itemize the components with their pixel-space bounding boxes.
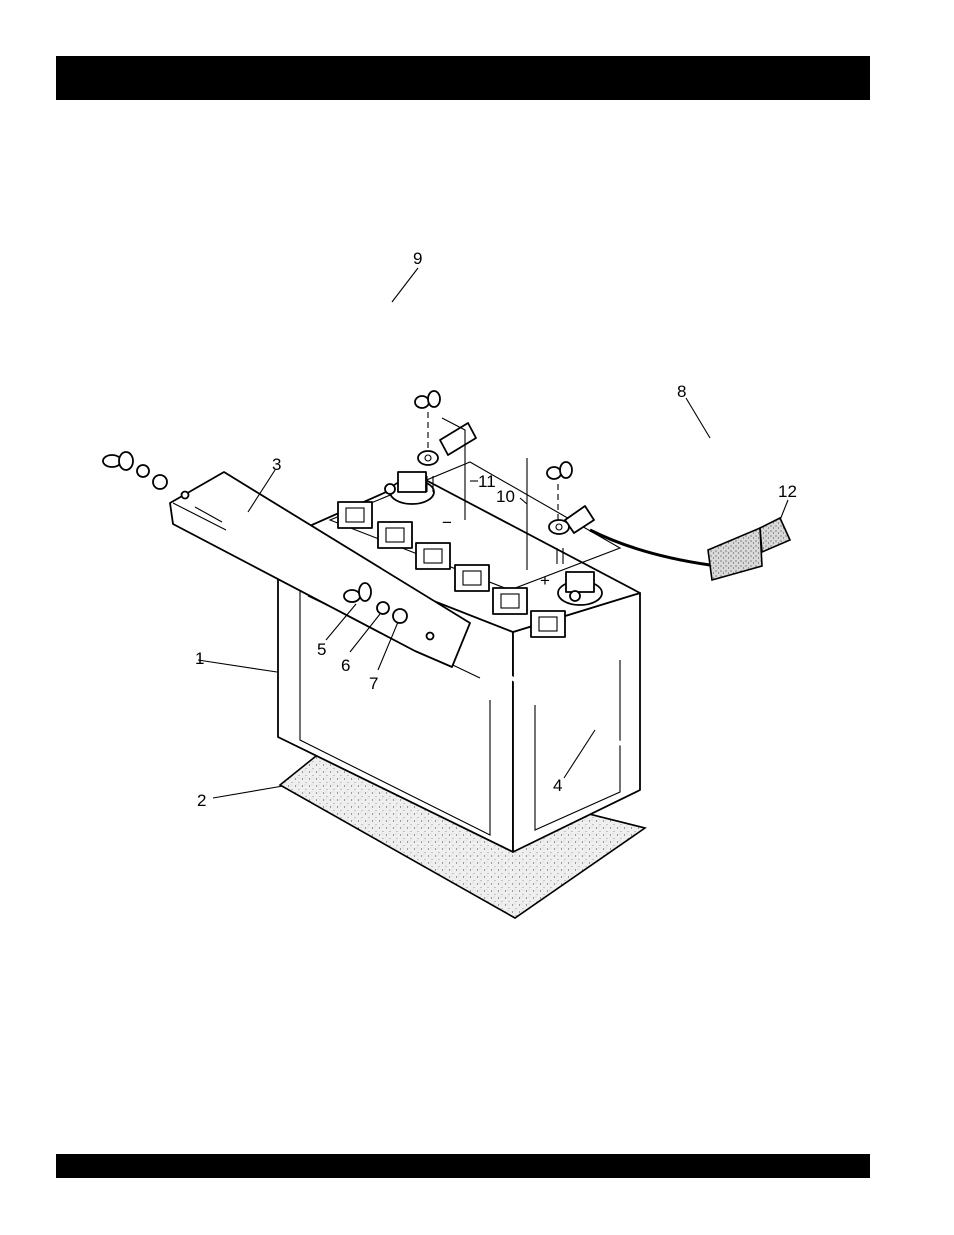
positive-cable	[549, 415, 750, 534]
callout-6: 6	[341, 656, 350, 675]
callout-9: 9	[413, 249, 422, 268]
callout-10: 10	[496, 487, 515, 506]
lock-washer-left-icon	[137, 465, 149, 477]
footer-bar	[56, 1154, 870, 1178]
terminal-boot	[708, 518, 790, 580]
callout-8: 8	[677, 382, 686, 401]
negative-mark: −	[442, 513, 452, 532]
wing-nut-left-icon	[103, 452, 133, 470]
callout-2: 2	[197, 791, 206, 810]
callout-3: 3	[272, 455, 281, 474]
terminal-wing-nut-positive-icon	[547, 462, 572, 479]
flat-washer-icon	[393, 609, 407, 623]
negative-cable	[313, 270, 509, 465]
callout-11: 11	[478, 472, 496, 491]
boot-wire	[590, 530, 710, 565]
callout-5: 5	[317, 640, 326, 659]
flat-washer-left-icon	[153, 475, 167, 489]
terminal-wing-nut-negative-icon	[415, 391, 440, 408]
callout-1: 1	[195, 649, 204, 668]
positive-mark: +	[540, 571, 550, 590]
lock-washer-icon	[377, 602, 389, 614]
callout-4: 4	[553, 776, 562, 795]
callout-12: 12	[778, 482, 797, 501]
callout-7: 7	[369, 674, 378, 693]
